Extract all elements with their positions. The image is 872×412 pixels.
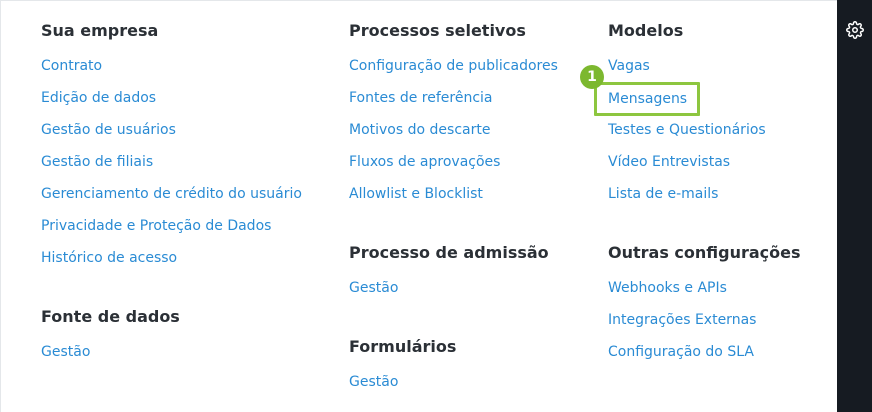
section-title-formularios: Formulários (349, 337, 457, 356)
section-title-processos-seletivos: Processos seletivos (349, 21, 526, 40)
link-vagas[interactable]: Vagas (608, 58, 650, 74)
settings-menu-panel: Sua empresa Contrato Edição de dados Ges… (0, 0, 837, 412)
link-video-entrevistas[interactable]: Vídeo Entrevistas (608, 154, 731, 170)
link-webhooks-e-apis[interactable]: Webhooks e APIs (608, 280, 727, 296)
link-motivos-do-descarte[interactable]: Motivos do descarte (349, 122, 491, 138)
link-gerenciamento-de-credito[interactable]: Gerenciamento de crédito do usuário (41, 186, 302, 202)
link-integracoes-externas[interactable]: Integrações Externas (608, 312, 757, 328)
section-title-processo-de-admissao: Processo de admissão (349, 243, 549, 262)
link-allowlist-blocklist[interactable]: Allowlist e Blocklist (349, 186, 483, 202)
callout-step-badge: 1 (580, 65, 604, 89)
link-gestao-de-filiais[interactable]: Gestão de filiais (41, 154, 154, 170)
callout-highlight-box (594, 82, 700, 116)
link-edicao-de-dados[interactable]: Edição de dados (41, 90, 157, 106)
right-sidebar (837, 0, 872, 412)
section-title-fonte-de-dados: Fonte de dados (41, 307, 180, 326)
link-testes-e-questionarios[interactable]: Testes e Questionários (608, 122, 766, 138)
link-configuracao-do-sla[interactable]: Configuração do SLA (608, 344, 754, 360)
section-title-sua-empresa: Sua empresa (41, 21, 159, 40)
link-fluxos-de-aprovacoes[interactable]: Fluxos de aprovações (349, 154, 501, 170)
link-configuracao-de-publicadores[interactable]: Configuração de publicadores (349, 58, 558, 74)
link-formularios-gestao[interactable]: Gestão (349, 374, 399, 390)
link-fonte-gestao[interactable]: Gestão (41, 344, 91, 360)
gear-icon[interactable] (845, 20, 865, 40)
link-privacidade-protecao-dados[interactable]: Privacidade e Proteção de Dados (41, 218, 272, 234)
link-lista-de-emails[interactable]: Lista de e-mails (608, 186, 719, 202)
link-fontes-de-referencia[interactable]: Fontes de referência (349, 90, 493, 106)
link-contrato[interactable]: Contrato (41, 58, 103, 74)
link-gestao-de-usuarios[interactable]: Gestão de usuários (41, 122, 176, 138)
link-historico-de-acesso[interactable]: Histórico de acesso (41, 250, 178, 266)
section-title-outras-configuracoes: Outras configurações (608, 243, 801, 262)
link-admissao-gestao[interactable]: Gestão (349, 280, 399, 296)
section-title-modelos: Modelos (608, 21, 684, 40)
link-mensagens[interactable]: Mensagens (608, 91, 688, 107)
